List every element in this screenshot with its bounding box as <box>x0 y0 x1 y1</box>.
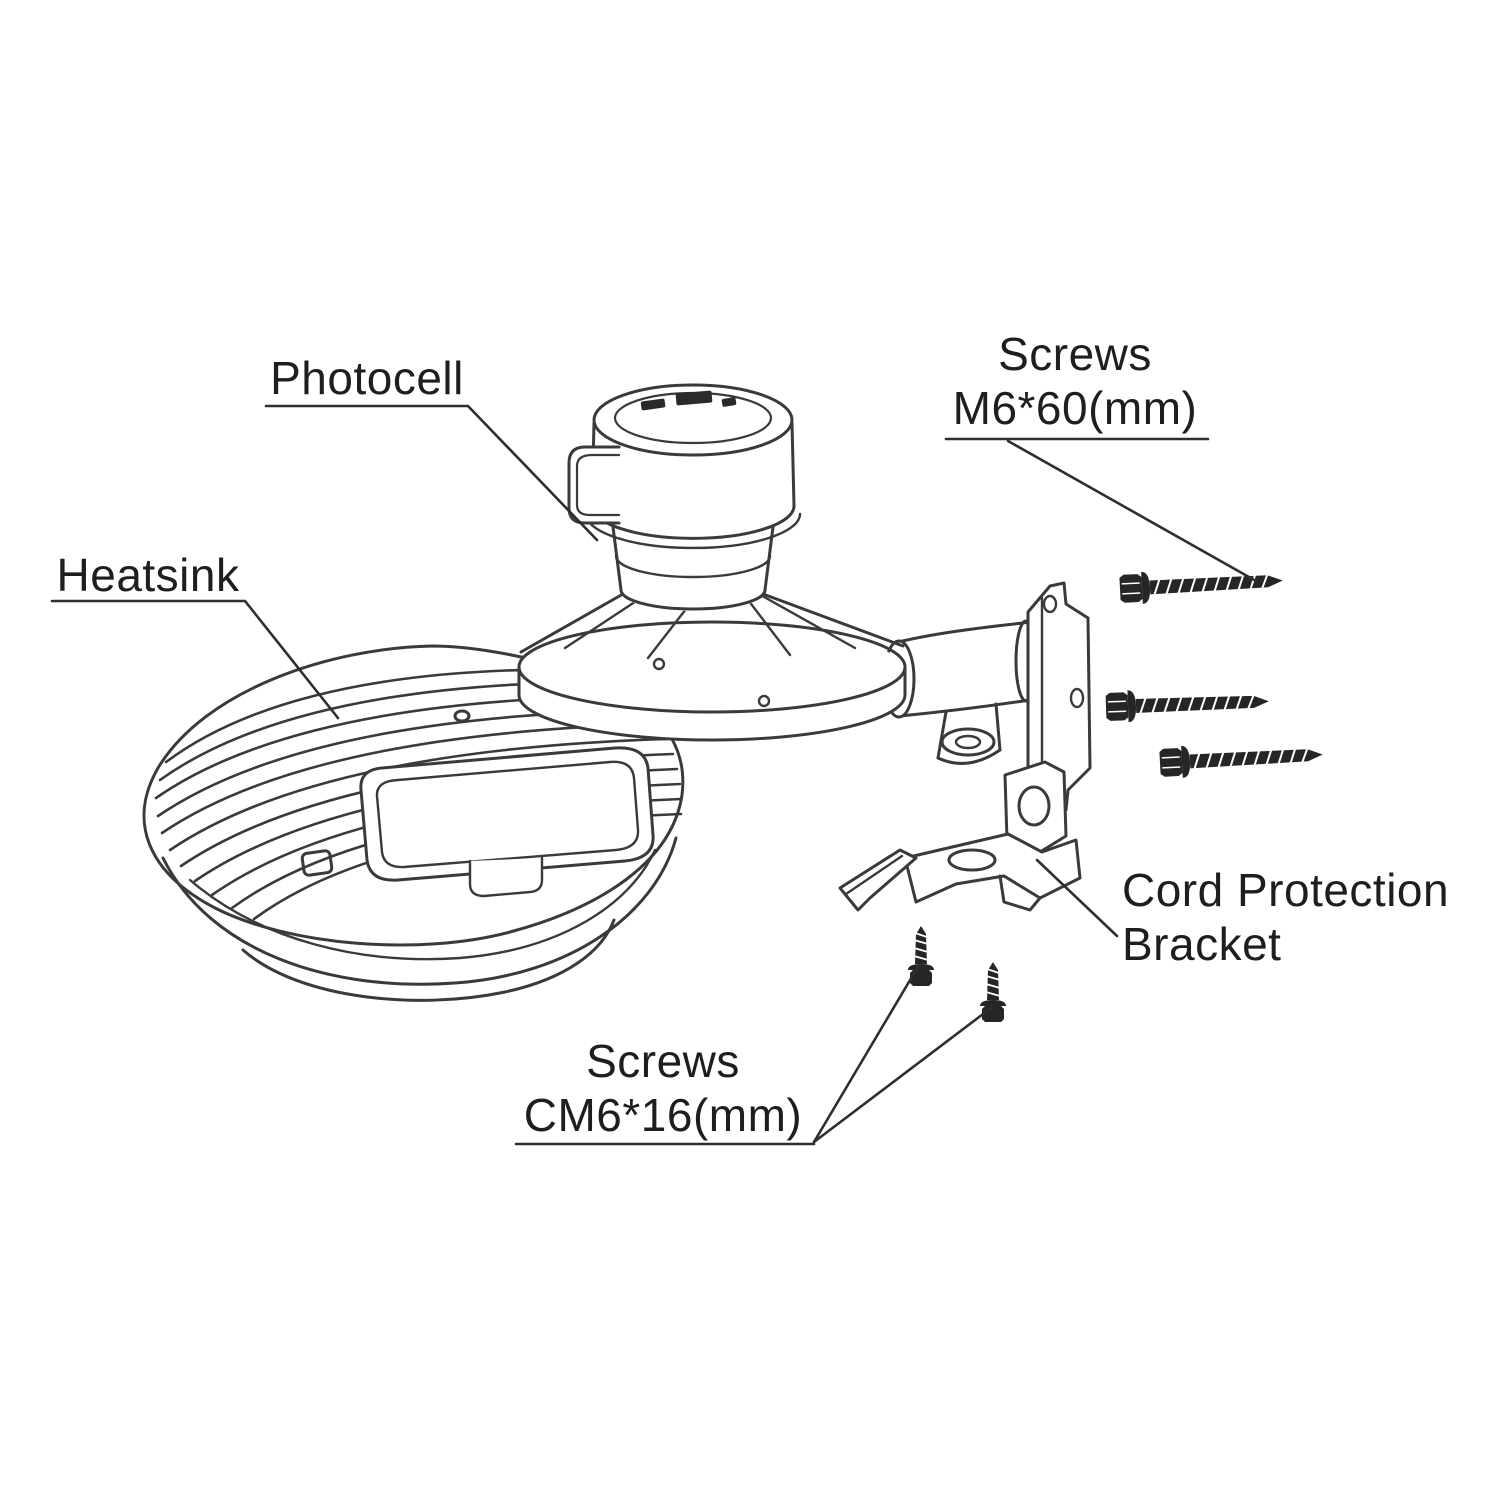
label-screws-m6: Screws M6*60(mm) <box>940 328 1210 436</box>
bracket-slot <box>947 848 997 872</box>
bracket-bottom-tab <box>998 874 1042 912</box>
cord-grip-hole <box>954 734 982 750</box>
cap-lower-band <box>584 512 802 550</box>
plate-hole-middle <box>1069 687 1085 709</box>
label-screws-m6-line1: Screws <box>998 328 1152 380</box>
neck-band <box>614 554 772 579</box>
bowl-outer-edge <box>161 836 678 986</box>
label-photocell: Photocell <box>266 352 468 406</box>
clamp-bottom <box>936 748 1002 765</box>
panel-inner <box>375 760 640 869</box>
panel-outer <box>359 746 655 882</box>
plate-hole-top <box>1042 594 1058 614</box>
screws-m6-leader <box>1006 439 1258 583</box>
bowl-bottom-edge <box>241 918 616 1002</box>
cone-screw-dot-right <box>757 694 771 708</box>
screws-cm6-leader-1 <box>812 963 921 1144</box>
heatsink-leader <box>50 599 340 720</box>
label-cord-bracket: Cord Protection Bracket <box>1122 864 1462 972</box>
screw-m6-2 <box>1104 684 1271 724</box>
bowl-inner-rim <box>188 848 657 961</box>
label-cord-bracket-line2: Bracket <box>1122 917 1282 970</box>
panel-tab <box>468 856 544 898</box>
label-photocell-text: Photocell <box>270 352 464 404</box>
fixture-cone <box>517 589 907 742</box>
panel-screw-dot <box>453 709 471 723</box>
cord-grip-ring <box>940 727 996 757</box>
photocell-part <box>567 383 802 611</box>
neck-bottom <box>619 588 767 611</box>
mounting-arm <box>882 619 1038 765</box>
label-screws-cm6-line2: CM6*16(mm) <box>523 1088 803 1141</box>
clamp-left <box>936 710 948 760</box>
cone-screw-dot-left <box>652 657 666 671</box>
bracket-left-strip <box>838 848 918 912</box>
clamp-right <box>994 702 1002 752</box>
label-screws-m6-line2: M6*60(mm) <box>952 381 1198 434</box>
label-cord-bracket-line1: Cord Protection <box>1122 864 1450 916</box>
label-heatsink: Heatsink <box>50 549 246 603</box>
arm-body <box>896 620 1032 718</box>
photocell-leader <box>264 404 599 542</box>
cone-fill <box>519 594 905 740</box>
neck-fill <box>613 527 773 611</box>
cap-top-markings <box>640 390 737 411</box>
bowl-latch <box>300 849 334 877</box>
bracket-round-hole <box>1017 785 1051 827</box>
cap-right-wall <box>790 421 796 508</box>
heatsink-panel <box>359 709 655 898</box>
side-tab-inner <box>575 453 621 517</box>
bracket-strip-line <box>844 854 904 896</box>
cone-left-edge <box>519 592 625 654</box>
cap-body-fill <box>592 423 794 539</box>
cord-protection-bracket <box>838 760 1082 912</box>
screws-cm6-leader-2 <box>812 1006 993 1144</box>
skirt-bottom <box>517 693 907 742</box>
label-heatsink-text: Heatsink <box>56 549 240 601</box>
screw-m6-1 <box>1118 563 1285 606</box>
long-screws <box>1104 563 1325 780</box>
bracket-plate <box>903 832 1082 904</box>
label-screws-cm6: Screws CM6*16(mm) <box>513 1035 813 1143</box>
leader-lines <box>50 404 1258 1146</box>
label-screws-cm6-line1: Screws <box>586 1035 740 1087</box>
screw-m6-3 <box>1158 737 1325 780</box>
cord-bracket-leader <box>1035 858 1119 938</box>
cone-right-edge <box>761 592 905 648</box>
